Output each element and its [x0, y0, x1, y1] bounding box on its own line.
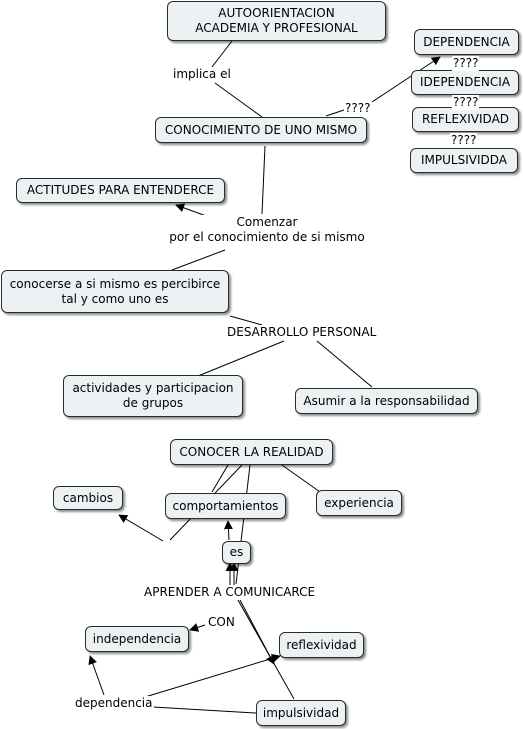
link-q2: ????: [452, 56, 480, 71]
edge-desarrollo-actividades: [197, 340, 285, 377]
node-es[interactable]: es: [222, 541, 251, 564]
node-conocer-realidad[interactable]: CONOCER LA REALIDAD: [170, 439, 333, 465]
node-conocerse[interactable]: conocerse a si mismo es percibirce tal y…: [1, 270, 229, 313]
edge-comenzar-conocerse: [171, 249, 226, 271]
edge-conocimiento-q1: [325, 109, 345, 117]
node-autoorientacion[interactable]: AUTOORIENTACION ACADEMIA Y PROFESIONAL: [167, 1, 386, 41]
link-con: CON: [207, 615, 236, 630]
node-actitudes[interactable]: ACTITUDES PARA ENTENDERCE: [16, 178, 225, 203]
link-aprender-a-comunicarce: APRENDER A COMUNICARCE: [143, 585, 317, 600]
node-reflexividad-top[interactable]: REFLEXIVIDAD: [412, 107, 519, 132]
node-experiencia[interactable]: experiencia: [316, 490, 402, 516]
node-asumir[interactable]: Asumir a la responsabilidad: [295, 388, 478, 414]
link-desarrollo-personal: DESARROLLO PERSONAL: [226, 325, 378, 340]
edge-realidad-comportamientos: [211, 464, 229, 493]
edge-con-independencia: [189, 623, 206, 632]
edge-es-comportamientos: [223, 520, 233, 541]
link-dependencia: dependencia: [74, 696, 154, 711]
node-impulsividda[interactable]: IMPULSIVIDDA: [410, 148, 518, 173]
node-idependencia[interactable]: IDEPENDENCIA: [411, 70, 519, 95]
edge-autoorientacion-implica: [211, 40, 233, 68]
edge-q1-dependencia: [371, 56, 441, 103]
node-reflexividad[interactable]: reflexividad: [279, 632, 364, 658]
link-q3: ????: [452, 95, 480, 110]
edge-conocimiento-comenzar: [261, 145, 266, 215]
edge-aprender-impulsividad: [237, 599, 295, 700]
node-conocimiento[interactable]: CONOCIMIENTO DE UNO MISMO: [155, 117, 367, 143]
edge-realidad-experiencia: [281, 464, 321, 493]
edge-dependencia-reflexividad: [144, 654, 281, 698]
edge-dependencia-independencia: [88, 655, 105, 696]
edge-conocerse-desarrollo: [229, 315, 263, 326]
link-q4: ????: [450, 133, 478, 148]
node-comportamientos[interactable]: comportamientos: [165, 493, 286, 519]
edge-desarrollo-asumir: [316, 340, 373, 388]
node-dependencia-top[interactable]: DEPENDENCIA: [414, 29, 519, 55]
node-impulsividad[interactable]: impulsividad: [256, 700, 346, 726]
node-independencia[interactable]: independencia: [85, 626, 189, 652]
edge-dependencia-impulsividad: [152, 706, 257, 714]
node-actividades[interactable]: actividades y participacion de grupos: [63, 375, 243, 417]
edge-implica-conocimiento: [214, 82, 263, 118]
link-q1: ????: [344, 101, 372, 116]
node-cambios[interactable]: cambios: [53, 486, 123, 510]
link-implica-el: implica el: [172, 67, 232, 82]
edge-realidad-down-1: [235, 464, 251, 585]
link-comenzar: Comenzar por el conocimiento de si mismo: [166, 215, 368, 245]
edge-to-cambios: [118, 514, 164, 542]
